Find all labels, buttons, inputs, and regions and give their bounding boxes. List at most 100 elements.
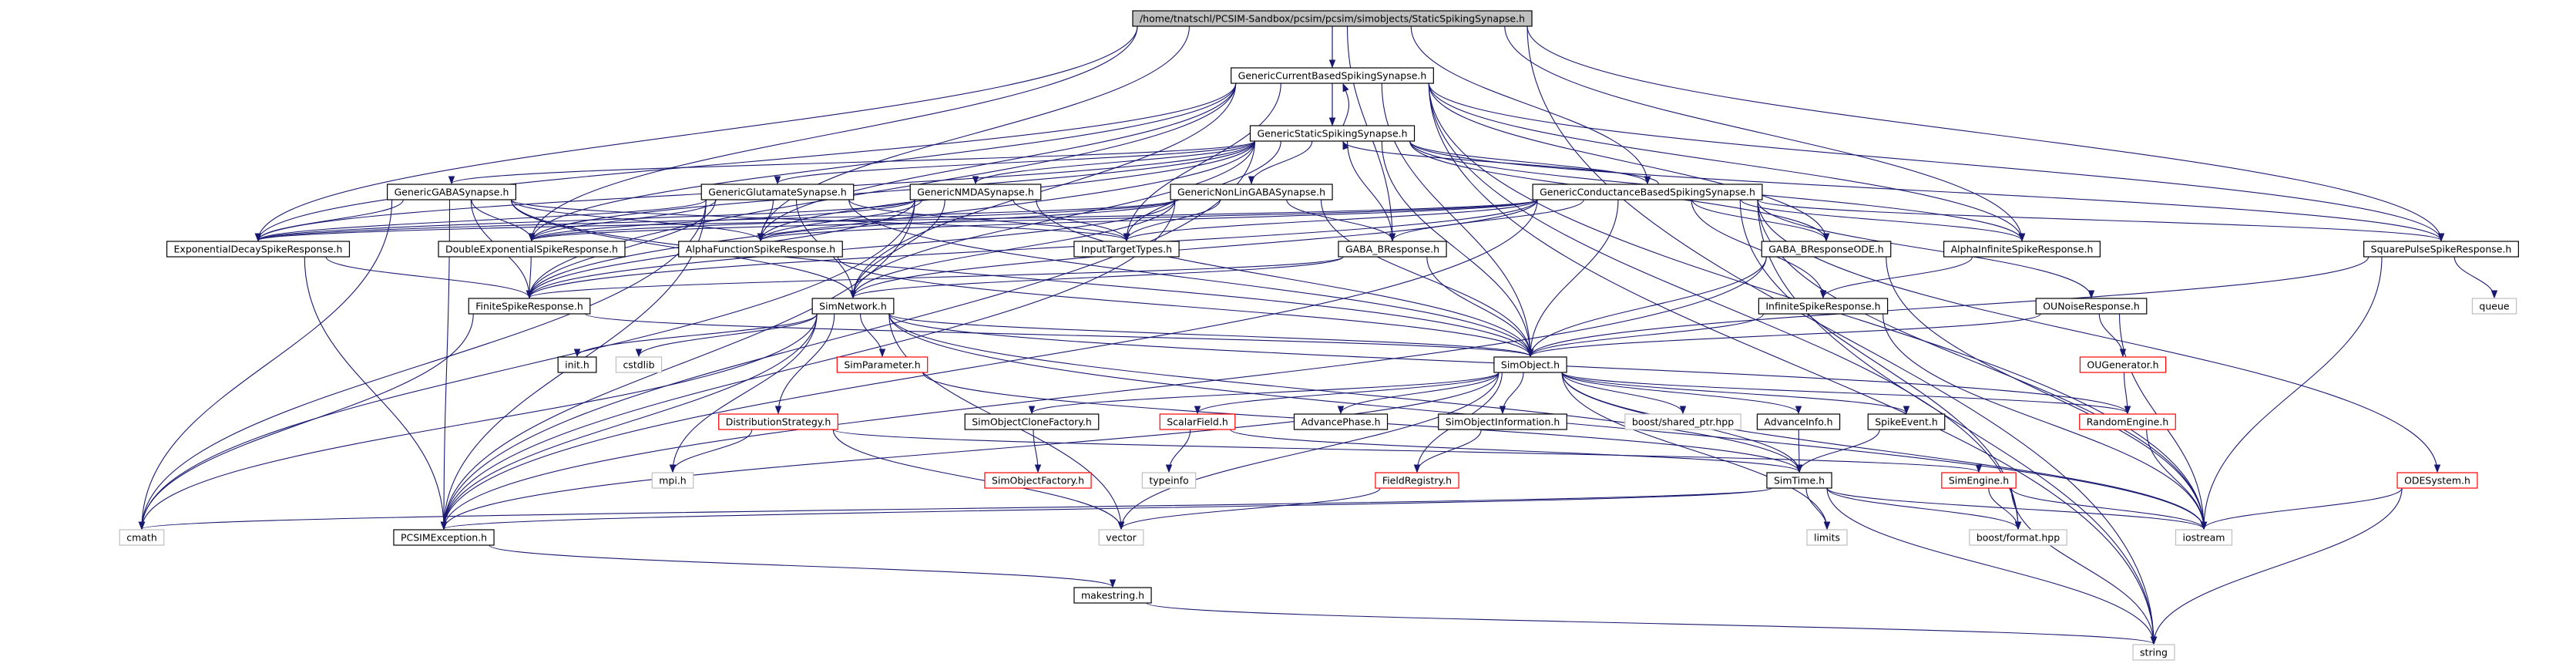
node-box	[1293, 413, 1389, 430]
node-box	[1141, 472, 1197, 489]
edge-simnet-to-inith	[576, 313, 818, 357]
edge-nmda-to-inputtt	[1013, 199, 1127, 241]
edge-odesys-to-string	[2153, 487, 2403, 645]
edge-simnet-to-mpih	[672, 313, 818, 473]
node-box	[1073, 587, 1152, 604]
edge-odesys-to-iostream	[2203, 487, 2403, 530]
node-scalarf[interactable]: ScalarField.h	[1159, 413, 1236, 430]
edge-simtime-to-pcsimex	[443, 487, 1772, 530]
node-alphainf[interactable]: AlphaInfiniteSpikeResponse.h	[1943, 241, 2101, 258]
node-dblexp[interactable]: DoubleExponentialSpikeResponse.h	[438, 241, 626, 258]
edge-gcond-to-odesys	[1757, 199, 2438, 473]
node-expdecay[interactable]: ExponentialDecaySpikeResponse.h	[166, 241, 351, 258]
edge-finite-to-simobj	[585, 313, 1531, 357]
edge-arrowhead	[1795, 464, 1803, 473]
node-nonlin[interactable]: GenericNonLinGABASynapse.h	[1170, 184, 1333, 200]
edge-gaba-to-simobj	[510, 199, 1531, 357]
node-box	[718, 413, 838, 430]
edge-gsss-to-sqpulse	[1409, 140, 2442, 241]
node-makestr[interactable]: makestring.h	[1073, 587, 1152, 604]
edge-nonlin-to-finite	[529, 199, 1176, 298]
edge-simtime-to-cmath	[141, 487, 1772, 530]
node-pcsimex[interactable]: PCSIMException.h	[393, 529, 495, 546]
edge-nonlin-to-expdecay	[257, 199, 1176, 241]
node-diststrat[interactable]: DistributionStrategy.h	[718, 413, 838, 430]
node-nmda[interactable]: GenericNMDASynapse.h	[909, 184, 1042, 200]
node-simparam[interactable]: SimParameter.h	[836, 356, 929, 373]
edge-spikeev-to-simtime	[1798, 429, 1880, 473]
edge-nonlin-to-dblexp	[531, 199, 1176, 241]
node-sqpulse[interactable]: SquarePulseSpikeResponse.h	[2363, 241, 2519, 258]
node-objinfo[interactable]: SimObjectInformation.h	[1438, 413, 1567, 430]
node-box	[700, 184, 855, 200]
edge-arrowhead	[573, 349, 581, 358]
node-gsss[interactable]: GenericStaticSpikingSynapse.h	[1249, 125, 1416, 142]
edge-gcond-to-sqpulse	[1757, 199, 2442, 241]
edge-root-to-alphafn	[760, 25, 1191, 241]
node-inith[interactable]: init.h	[557, 356, 597, 373]
edge-gcbss-to-alphafn	[760, 83, 1237, 241]
edges-layer	[138, 25, 2498, 645]
node-glut[interactable]: GenericGlutamateSynapse.h	[700, 184, 855, 200]
node-queue: queue	[2471, 298, 2517, 315]
node-inputtt[interactable]: InputTargetTypes.h	[1073, 241, 1180, 258]
node-gcond[interactable]: GenericConductanceBasedSpikingSynapse.h	[1532, 184, 1763, 200]
node-simtime[interactable]: SimTime.h	[1766, 472, 1832, 489]
edge-arrowhead	[774, 406, 782, 415]
node-label: SpikeEvent.h	[1875, 416, 1938, 428]
edge-gababrode-to-pcsimex	[443, 256, 1767, 530]
node-box	[909, 184, 1042, 200]
edge-fieldreg-to-vector	[1120, 487, 1381, 530]
edge-gcond-to-gababr	[1392, 199, 1584, 241]
node-clonefac[interactable]: SimObjectCloneFactory.h	[964, 413, 1100, 430]
edge-root-to-string	[1526, 25, 2155, 645]
edge-gsss-to-glut	[777, 140, 1256, 184]
edge-infinite-to-simobj	[1530, 313, 1764, 357]
node-odesys[interactable]: ODESystem.h	[2396, 472, 2478, 489]
node-advinfo[interactable]: AdvanceInfo.h	[1756, 413, 1841, 430]
node-box	[1073, 241, 1180, 258]
edge-nonlin-to-simobj	[1320, 199, 1531, 357]
node-simeng[interactable]: SimEngine.h	[1941, 472, 2017, 489]
node-label: DistributionStrategy.h	[726, 416, 831, 428]
node-box	[1941, 472, 2017, 489]
node-objfac[interactable]: SimObjectFactory.h	[984, 472, 1092, 489]
node-box	[1132, 10, 1533, 27]
node-label: ScalarField.h	[1167, 416, 1228, 428]
edge-simnet-to-simparam	[859, 313, 883, 357]
node-advphase[interactable]: AdvancePhase.h	[1293, 413, 1389, 430]
node-ounoise[interactable]: OUNoiseResponse.h	[2035, 298, 2148, 315]
node-gababrode[interactable]: GABA_BResponseODE.h	[1761, 241, 1892, 258]
edge-gcond-to-inputtt	[1126, 199, 1538, 241]
edge-nonlin-to-gababr	[1286, 199, 1393, 241]
node-randeng[interactable]: RandomEngine.h	[2079, 413, 2176, 430]
node-alphafn[interactable]: AlphaFunctionSpikeResponse.h	[678, 241, 843, 258]
node-ougen[interactable]: OUGenerator.h	[2079, 356, 2167, 373]
node-label: PCSIMException.h	[401, 532, 487, 544]
node-spikeev[interactable]: SpikeEvent.h	[1867, 413, 1946, 430]
node-label: RandomEngine.h	[2087, 416, 2169, 428]
node-sharedptr: boost/shared_ptr.hpp	[1624, 413, 1741, 430]
edge-gsss-to-simobj	[1381, 140, 1531, 357]
node-root[interactable]: /home/tnatschl/PCSIM-Sandbox/pcsim/pcsim…	[1132, 10, 1533, 27]
node-gaba[interactable]: GenericGABASynapse.h	[387, 184, 516, 200]
node-gababr[interactable]: GABA_BResponse.h	[1338, 241, 1447, 258]
edge-arrowhead	[1165, 464, 1173, 473]
node-finite[interactable]: FiniteSpikeResponse.h	[468, 298, 591, 315]
node-label: GenericConductanceBasedSpikingSynapse.h	[1540, 187, 1755, 198]
edge-gcond-to-iostream	[1757, 199, 2205, 530]
node-gcbss[interactable]: GenericCurrentBasedSpikingSynapse.h	[1231, 67, 1434, 84]
node-fieldreg[interactable]: FieldRegistry.h	[1375, 472, 1459, 489]
node-box	[1098, 529, 1144, 546]
edge-arrowhead	[2433, 464, 2441, 473]
node-infinite[interactable]: InfiniteSpikeResponse.h	[1758, 298, 1889, 315]
node-simnet[interactable]: SimNetwork.h	[811, 298, 895, 315]
edge-arrowhead	[2087, 290, 2095, 299]
node-box	[1493, 356, 1567, 373]
node-simobj[interactable]: SimObject.h	[1493, 356, 1567, 373]
node-box	[964, 413, 1100, 430]
node-box	[2363, 241, 2519, 258]
node-label: GABA_BResponse.h	[1345, 244, 1439, 255]
edge-pcsimex-to-makestr	[489, 544, 1113, 588]
node-box	[2079, 413, 2176, 430]
